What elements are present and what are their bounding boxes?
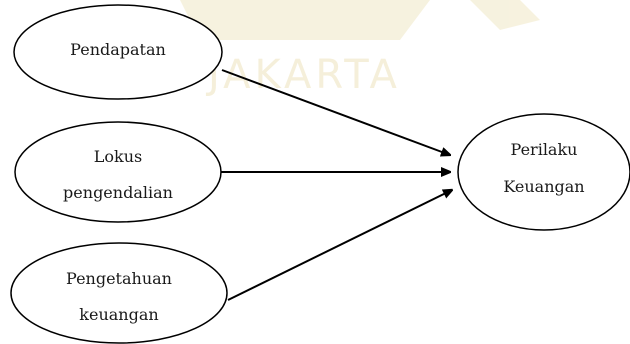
node-pendapatan: Pendapatan: [13, 4, 223, 100]
node-pengetahuan-ellipse: [10, 242, 228, 344]
node-pendapatan-label: Pendapatan: [70, 40, 166, 59]
watermark-shape: [180, 0, 430, 40]
node-pengetahuan: Pengetahuan keuangan: [10, 242, 228, 344]
watermark: JAKARTA: [180, 0, 540, 98]
edges: [221, 69, 452, 301]
node-perilaku-ellipse: [457, 113, 630, 231]
edge-pengetahuan-perilaku: [227, 190, 452, 301]
node-lokus-label-line2: pengendalian: [63, 183, 173, 202]
watermark-shape-right: [470, 0, 540, 30]
node-pengetahuan-label-line2: keuangan: [79, 305, 158, 324]
node-perilaku: Perilaku Keuangan: [457, 113, 630, 231]
node-perilaku-label-line2: Keuangan: [503, 177, 584, 196]
edge-pendapatan-perilaku: [221, 69, 450, 155]
node-lokus-ellipse: [14, 121, 222, 223]
node-pendapatan-ellipse: [13, 4, 223, 100]
node-lokus: Lokus pengendalian: [14, 121, 222, 223]
node-lokus-label-line1: Lokus: [94, 147, 142, 166]
node-perilaku-label-line1: Perilaku: [511, 140, 578, 159]
node-pengetahuan-label-line1: Pengetahuan: [66, 269, 172, 288]
